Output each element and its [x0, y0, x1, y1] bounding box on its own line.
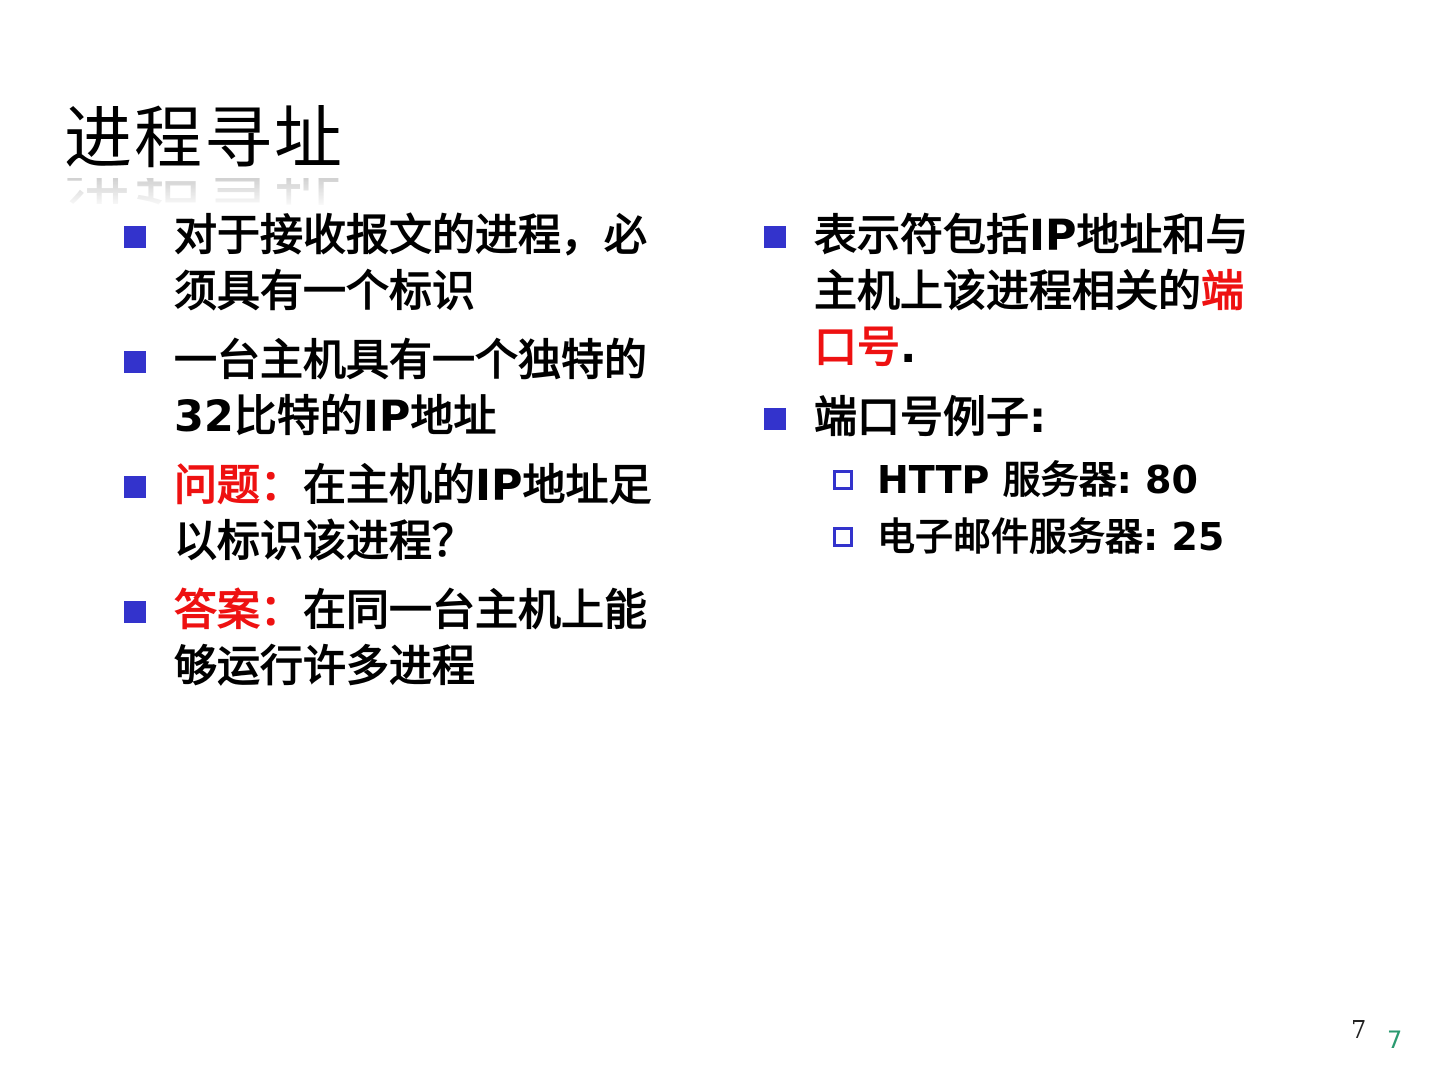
bullet-text: 须具有一个标识	[174, 267, 475, 317]
sub-bullet-text: 电子邮件服务器: 25	[877, 515, 1225, 559]
port-number-highlight: 口号	[814, 323, 900, 373]
bullet-square-icon	[124, 351, 146, 373]
sub-bullet-text: HTTP 服务器: 80	[877, 458, 1198, 502]
bullet-square-icon	[124, 226, 146, 248]
left-bullet-2: 一台主机具有一个独特的 32比特的IP地址	[124, 333, 647, 445]
bullet-square-icon	[124, 476, 146, 498]
bullet-square-icon	[124, 601, 146, 623]
question-label: 问题：	[174, 461, 303, 511]
bullet-square-icon	[764, 226, 786, 248]
slide-title: 进程寻址	[64, 100, 345, 179]
sub-bullet-http: HTTP 服务器: 80	[833, 455, 1198, 505]
bullet-text: 主机上该进程相关的	[814, 267, 1201, 317]
sub-bullet-email: 电子邮件服务器: 25	[833, 512, 1225, 562]
answer-label: 答案：	[174, 586, 303, 636]
bullet-square-icon	[764, 408, 786, 430]
bullet-text: 在同一台主机上能	[303, 586, 647, 636]
bullet-text: 对于接收报文的进程，必	[174, 211, 647, 261]
slide-title-reflection: 进程寻址	[64, 178, 344, 210]
bullet-text: 在主机的IP地址足	[303, 461, 652, 511]
page-number: 7	[1351, 1016, 1367, 1044]
left-bullet-1: 对于接收报文的进程，必 须具有一个标识	[124, 208, 647, 320]
bullet-text: 够运行许多进程	[174, 642, 475, 692]
bullet-text: 32比特的IP地址	[174, 392, 497, 442]
right-bullet-1: 表示符包括IP地址和与 主机上该进程相关的端 口号.	[764, 208, 1249, 376]
port-number-highlight: 端	[1201, 267, 1244, 317]
page-number-footer: 7	[1387, 1026, 1403, 1054]
hollow-square-icon	[833, 470, 853, 490]
bullet-text: .	[900, 323, 917, 373]
bullet-text: 端口号例子:	[814, 393, 1047, 443]
bullet-text: 表示符包括IP地址和与	[814, 211, 1249, 261]
right-bullet-2: 端口号例子:	[764, 390, 1047, 446]
bullet-text: 一台主机具有一个独特的	[174, 336, 647, 386]
left-bullet-4: 答案：在同一台主机上能 够运行许多进程	[124, 583, 647, 695]
hollow-square-icon	[833, 527, 853, 547]
bullet-text: 以标识该进程？	[174, 517, 475, 567]
left-bullet-3: 问题：在主机的IP地址足 以标识该进程？	[124, 458, 652, 570]
